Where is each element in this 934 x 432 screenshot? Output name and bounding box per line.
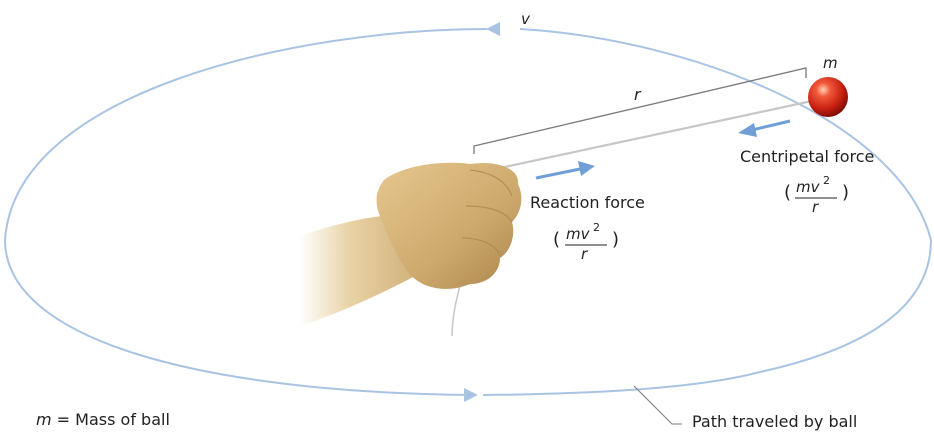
orbit-arrow-bottom (464, 388, 478, 402)
fist-knuckle-lines (461, 169, 513, 257)
svg-text:r: r (812, 198, 819, 216)
radius-bracket (473, 67, 807, 154)
centripetal-force-arrow (738, 119, 791, 137)
svg-text:mv: mv (566, 225, 591, 243)
svg-text:r: r (581, 245, 588, 263)
reaction-force-arrow (535, 161, 595, 180)
path-caption: Path traveled by ball (692, 412, 857, 431)
svg-text:2: 2 (823, 174, 830, 187)
orbit-path-bottom (482, 371, 761, 396)
fist (376, 162, 522, 289)
velocity-label: v (521, 10, 531, 28)
legend-mass: m = Mass of ball (36, 410, 170, 429)
orbit-path-top (519, 28, 933, 373)
mass-label: m (823, 54, 838, 72)
string (499, 99, 813, 170)
centripetal-force-label: Centripetal force (740, 147, 874, 166)
reaction-force-formula: ( mv 2 r ) (553, 221, 619, 263)
svg-text:): ) (842, 182, 849, 203)
radius-label: r (634, 85, 642, 104)
orbit-path-left (3, 28, 488, 396)
reaction-force-label: Reaction force (530, 193, 645, 212)
svg-text:(: ( (784, 182, 791, 203)
svg-text:mv: mv (796, 178, 821, 196)
orbit-arrow-top (486, 22, 500, 36)
centripetal-force-formula: ( mv 2 r ) (784, 174, 849, 216)
svg-text:2: 2 (593, 221, 600, 234)
svg-text:(: ( (553, 229, 560, 250)
ball (808, 77, 848, 117)
svg-text:): ) (612, 229, 619, 250)
path-caption-leader (633, 385, 682, 425)
